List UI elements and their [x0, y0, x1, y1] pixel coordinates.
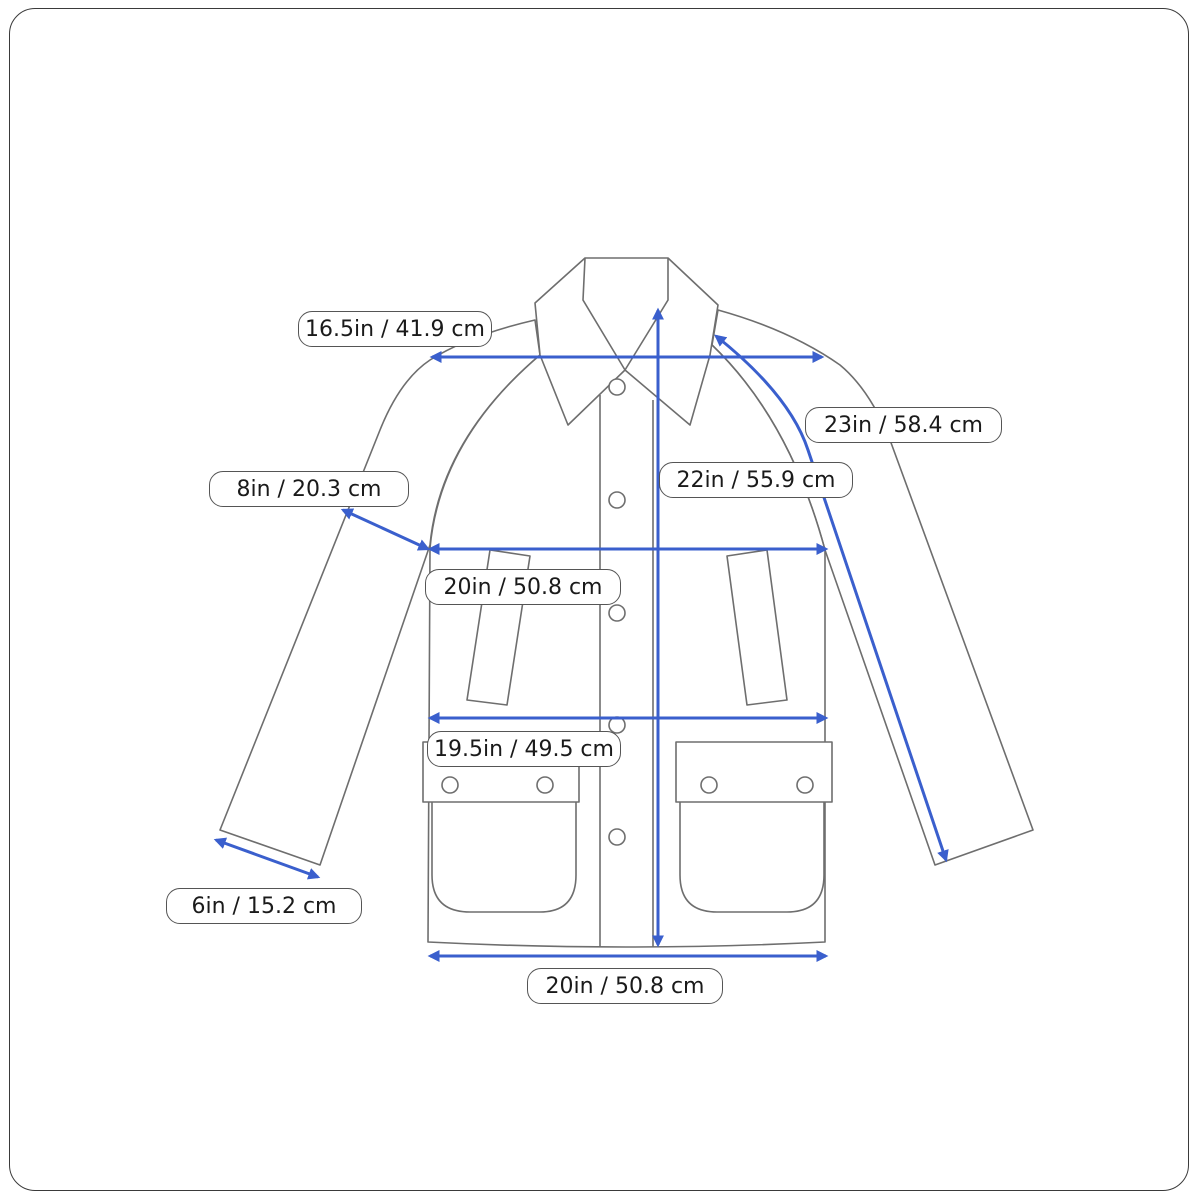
collar-neck-line: [582, 257, 626, 371]
shoulder-label: 16.5in / 41.9 cm: [298, 311, 492, 347]
hem-label: 20in / 50.8 cm: [527, 968, 723, 1004]
button: [608, 491, 626, 509]
cuff-label: 6in / 15.2 cm: [166, 888, 362, 924]
button: [536, 776, 554, 794]
sleeve-length-label: 23in / 58.4 cm: [805, 407, 1002, 443]
button: [796, 776, 814, 794]
cuff-arrow: [213, 837, 321, 880]
waist-label: 19.5in / 49.5 cm: [427, 731, 621, 767]
sleeve-length-arrow: [714, 334, 949, 863]
body-length-label: 22in / 55.9 cm: [659, 462, 853, 498]
collar-neck-line: [624, 258, 669, 371]
left-lower-pocket: [431, 799, 577, 913]
button: [608, 604, 626, 622]
button: [441, 776, 459, 794]
chest-label: 20in / 50.8 cm: [425, 569, 621, 605]
button: [608, 378, 626, 396]
image-frame: [9, 8, 1189, 1191]
button: [608, 828, 626, 846]
armhole-arrow: [340, 508, 431, 551]
button: [700, 776, 718, 794]
right-lower-pocket: [679, 799, 825, 913]
armhole-label: 8in / 20.3 cm: [209, 471, 409, 507]
